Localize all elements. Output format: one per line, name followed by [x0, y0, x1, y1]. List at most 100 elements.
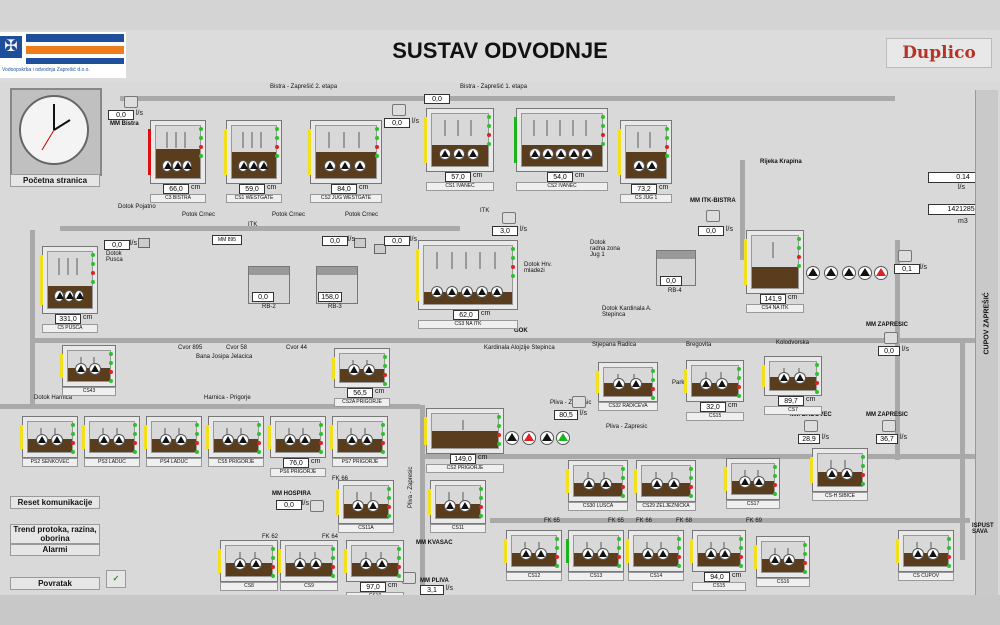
pump-icon[interactable] [234, 558, 246, 570]
pump-icon[interactable] [174, 434, 187, 446]
pump-icon[interactable] [556, 431, 570, 445]
pump-icon[interactable] [632, 160, 645, 172]
pump-icon[interactable] [716, 378, 728, 390]
checklist-icon[interactable]: ✓ [106, 570, 126, 588]
pump-icon[interactable] [236, 434, 249, 446]
flow-meter-icon[interactable] [402, 572, 416, 584]
pump-icon[interactable] [54, 290, 64, 302]
pump-station-cs9[interactable] [278, 540, 338, 582]
pump-icon[interactable] [182, 160, 192, 172]
pump-icon[interactable] [926, 548, 939, 560]
pump-icon[interactable] [650, 478, 663, 490]
flow-meter-icon[interactable] [804, 420, 818, 432]
pump-station-cs16a[interactable] [690, 530, 746, 572]
pump-icon[interactable] [540, 431, 554, 445]
pump-icon[interactable] [172, 160, 182, 172]
pump-icon[interactable] [366, 500, 379, 512]
pump-station-cs-sibice[interactable] [810, 448, 868, 492]
pump-icon[interactable] [581, 148, 594, 160]
pump-station-cs-jug1[interactable] [618, 120, 672, 184]
pump-icon[interactable] [347, 364, 360, 376]
pump-station-cs-pusca[interactable] [40, 246, 98, 314]
pump-station-cs16[interactable] [754, 536, 810, 578]
pump-station-cs14[interactable] [626, 530, 684, 572]
pump-station-cs1-westgate[interactable] [224, 120, 282, 184]
flow-meter-icon[interactable] [310, 500, 324, 512]
pump-icon[interactable] [842, 266, 856, 280]
pump-station-cs11[interactable] [428, 480, 486, 524]
pump-station-cs1-ivanec[interactable] [424, 108, 494, 172]
pump-icon[interactable] [778, 372, 790, 384]
pump-icon[interactable] [360, 558, 372, 570]
pump-station-cs2-jug[interactable] [308, 120, 382, 184]
pump-station-c3-bistra[interactable] [148, 120, 206, 184]
pump-station-cs17[interactable] [724, 458, 780, 500]
pump-station-cs32[interactable] [596, 362, 658, 402]
pump-icon[interactable] [667, 478, 680, 490]
flow-meter-icon[interactable] [706, 210, 720, 222]
pump-icon[interactable] [338, 160, 351, 172]
pump-station-cs10[interactable] [344, 540, 404, 582]
reset-communication-button[interactable]: Reset komunikacije [10, 496, 100, 509]
pump-icon[interactable] [221, 434, 234, 446]
pump-icon[interactable] [283, 434, 296, 446]
pump-station-cs5[interactable] [206, 416, 264, 458]
pump-icon[interactable] [568, 148, 581, 160]
pump-station-cs4-itk[interactable] [744, 230, 804, 294]
flow-meter-icon[interactable] [884, 332, 898, 344]
pump-icon[interactable] [310, 558, 322, 570]
pump-icon[interactable] [460, 286, 473, 298]
pump-icon[interactable] [705, 548, 717, 560]
pump-icon[interactable] [458, 500, 471, 512]
pump-icon[interactable] [554, 148, 567, 160]
pump-icon[interactable] [783, 554, 795, 566]
pump-station-cs7[interactable] [762, 356, 822, 396]
pump-icon[interactable] [354, 160, 367, 172]
retention-basin[interactable] [248, 266, 290, 304]
pump-icon[interactable] [112, 434, 125, 446]
flow-meter-icon[interactable] [502, 212, 516, 224]
flow-meter-icon[interactable] [882, 420, 896, 432]
pump-station-cs29[interactable] [634, 460, 696, 502]
pump-icon[interactable] [505, 431, 519, 445]
home-button[interactable]: Početna stranica [10, 174, 100, 187]
pump-icon[interactable] [376, 558, 388, 570]
pump-icon[interactable] [612, 378, 625, 390]
pump-icon[interactable] [528, 148, 541, 160]
pump-icon[interactable] [700, 378, 712, 390]
pump-icon[interactable] [806, 266, 820, 280]
trend-button[interactable]: Trend protoka, razina, oborina [10, 524, 100, 544]
flow-meter-icon[interactable] [572, 396, 586, 408]
pump-icon[interactable] [519, 548, 532, 560]
pump-icon[interactable] [258, 160, 268, 172]
flow-meter-icon[interactable] [898, 250, 912, 262]
pump-icon[interactable] [656, 548, 669, 560]
valve-icon[interactable] [374, 244, 386, 254]
pump-station-ps2[interactable] [20, 416, 78, 458]
pump-icon[interactable] [522, 431, 536, 445]
pump-icon[interactable] [298, 434, 311, 446]
pump-station-cs2-prig[interactable] [424, 408, 504, 454]
pump-station-cs-cupov[interactable] [896, 530, 954, 572]
pump-icon[interactable] [769, 554, 781, 566]
pump-icon[interactable] [75, 363, 87, 375]
pump-station-cs2-ivanec[interactable] [514, 108, 608, 172]
pump-station-cs3-itk[interactable] [416, 240, 518, 310]
pump-station-cs2a[interactable] [332, 348, 390, 388]
pump-icon[interactable] [753, 476, 765, 488]
pump-station-cs13[interactable] [566, 530, 624, 572]
pump-station-cs43[interactable] [60, 345, 116, 387]
valve-icon[interactable] [354, 238, 366, 248]
pump-icon[interactable] [629, 378, 642, 390]
pump-station-ps6[interactable] [268, 416, 326, 458]
pump-icon[interactable] [825, 468, 838, 480]
pump-station-ps4[interactable] [144, 416, 202, 458]
pump-icon[interactable] [162, 160, 172, 172]
pump-icon[interactable] [645, 160, 658, 172]
pump-icon[interactable] [641, 548, 654, 560]
pump-icon[interactable] [431, 286, 444, 298]
pump-icon[interactable] [360, 434, 373, 446]
pump-station-cs11a[interactable] [336, 480, 394, 524]
pump-icon[interactable] [439, 148, 451, 160]
pump-icon[interactable] [351, 500, 364, 512]
